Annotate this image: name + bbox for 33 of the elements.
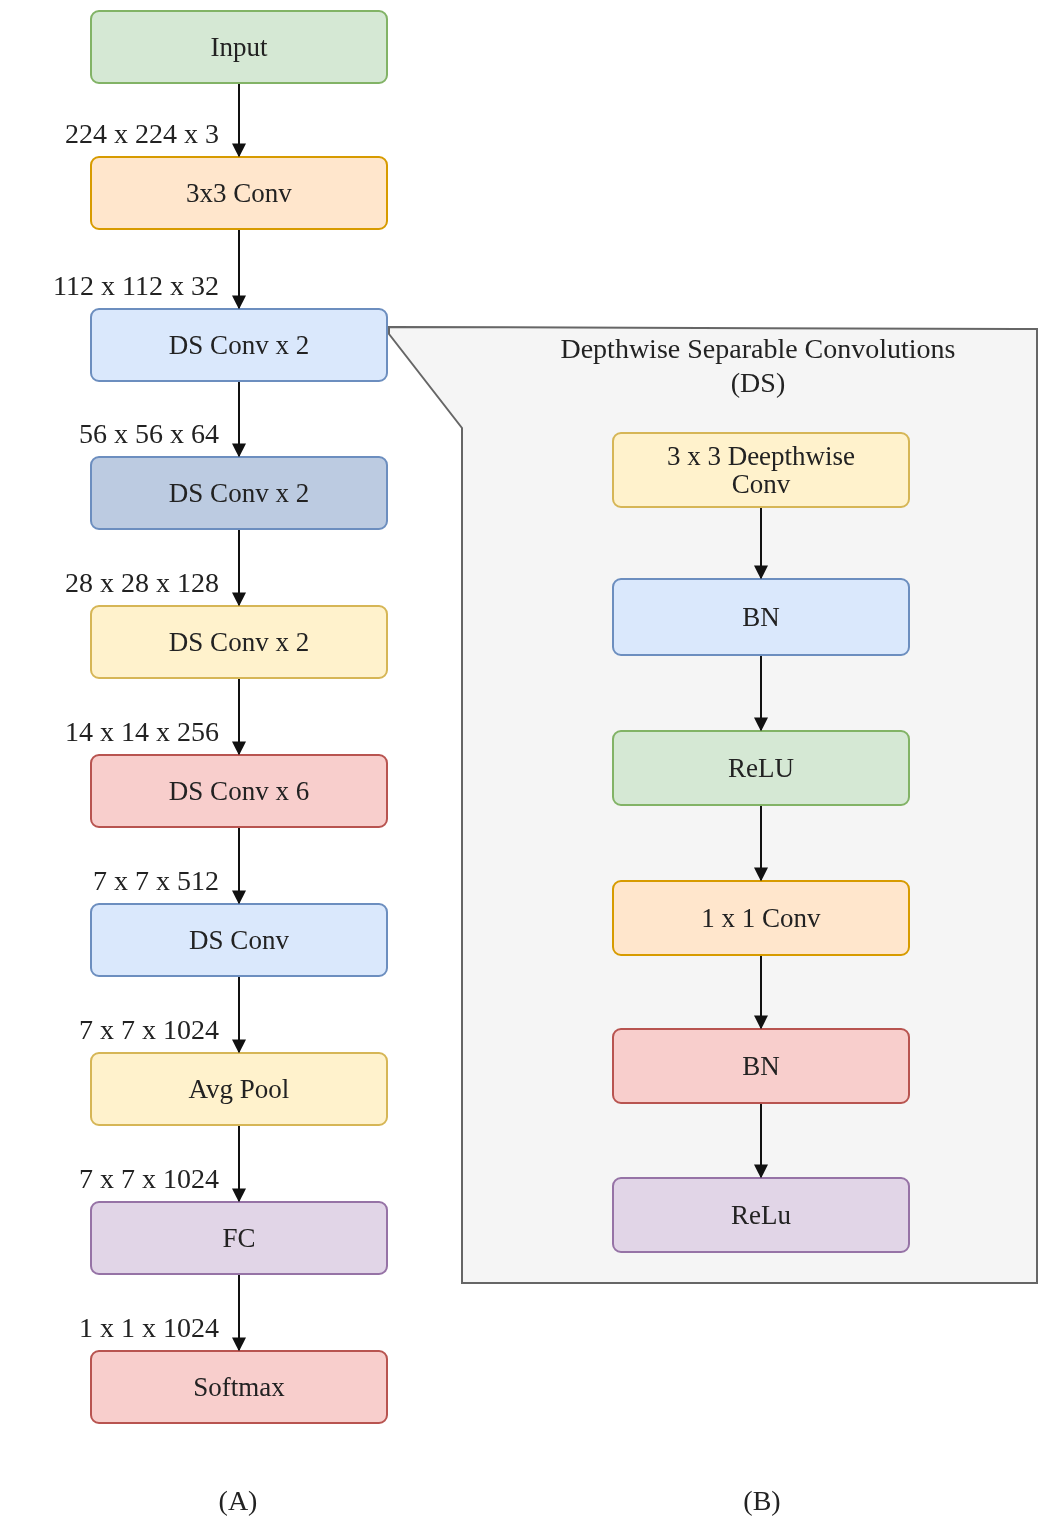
- panel-label: (A): [217, 1485, 259, 1517]
- layer-box: DS Conv: [90, 903, 388, 977]
- arrow: [754, 955, 768, 1030]
- layer-box: DS Conv x 2: [90, 456, 388, 530]
- arrow: [232, 83, 246, 158]
- panel-label: (B): [742, 1485, 782, 1517]
- arrow: [754, 1103, 768, 1179]
- layer-box: BN: [612, 1028, 910, 1104]
- panel-title: Depthwise Separable Convolutions (DS): [559, 332, 957, 400]
- arrow: [754, 805, 768, 882]
- layer-box: Avg Pool: [90, 1052, 388, 1126]
- layer-box: FC: [90, 1201, 388, 1275]
- arrow: [232, 229, 246, 310]
- arrow: [232, 1125, 246, 1203]
- arrow: [232, 529, 246, 607]
- layer-box: Softmax: [90, 1350, 388, 1424]
- layer-box: DS Conv x 6: [90, 754, 388, 828]
- layer-box: BN: [612, 578, 910, 656]
- arrow: [232, 381, 246, 458]
- layer-box: ReLu: [612, 1177, 910, 1253]
- arrow: [232, 827, 246, 905]
- arrow: [754, 507, 768, 580]
- layer-box: 3x3 Conv: [90, 156, 388, 230]
- layer-box: DS Conv x 2: [90, 605, 388, 679]
- layer-box: 3 x 3 Deepthwise Conv: [612, 432, 910, 508]
- layer-box: 1 x 1 Conv: [612, 880, 910, 956]
- arrow: [754, 655, 768, 732]
- layer-box: ReLU: [612, 730, 910, 806]
- arrow: [232, 678, 246, 756]
- arrow: [232, 976, 246, 1054]
- layer-box: DS Conv x 2: [90, 308, 388, 382]
- arrow: [232, 1274, 246, 1352]
- layer-box: Input: [90, 10, 388, 84]
